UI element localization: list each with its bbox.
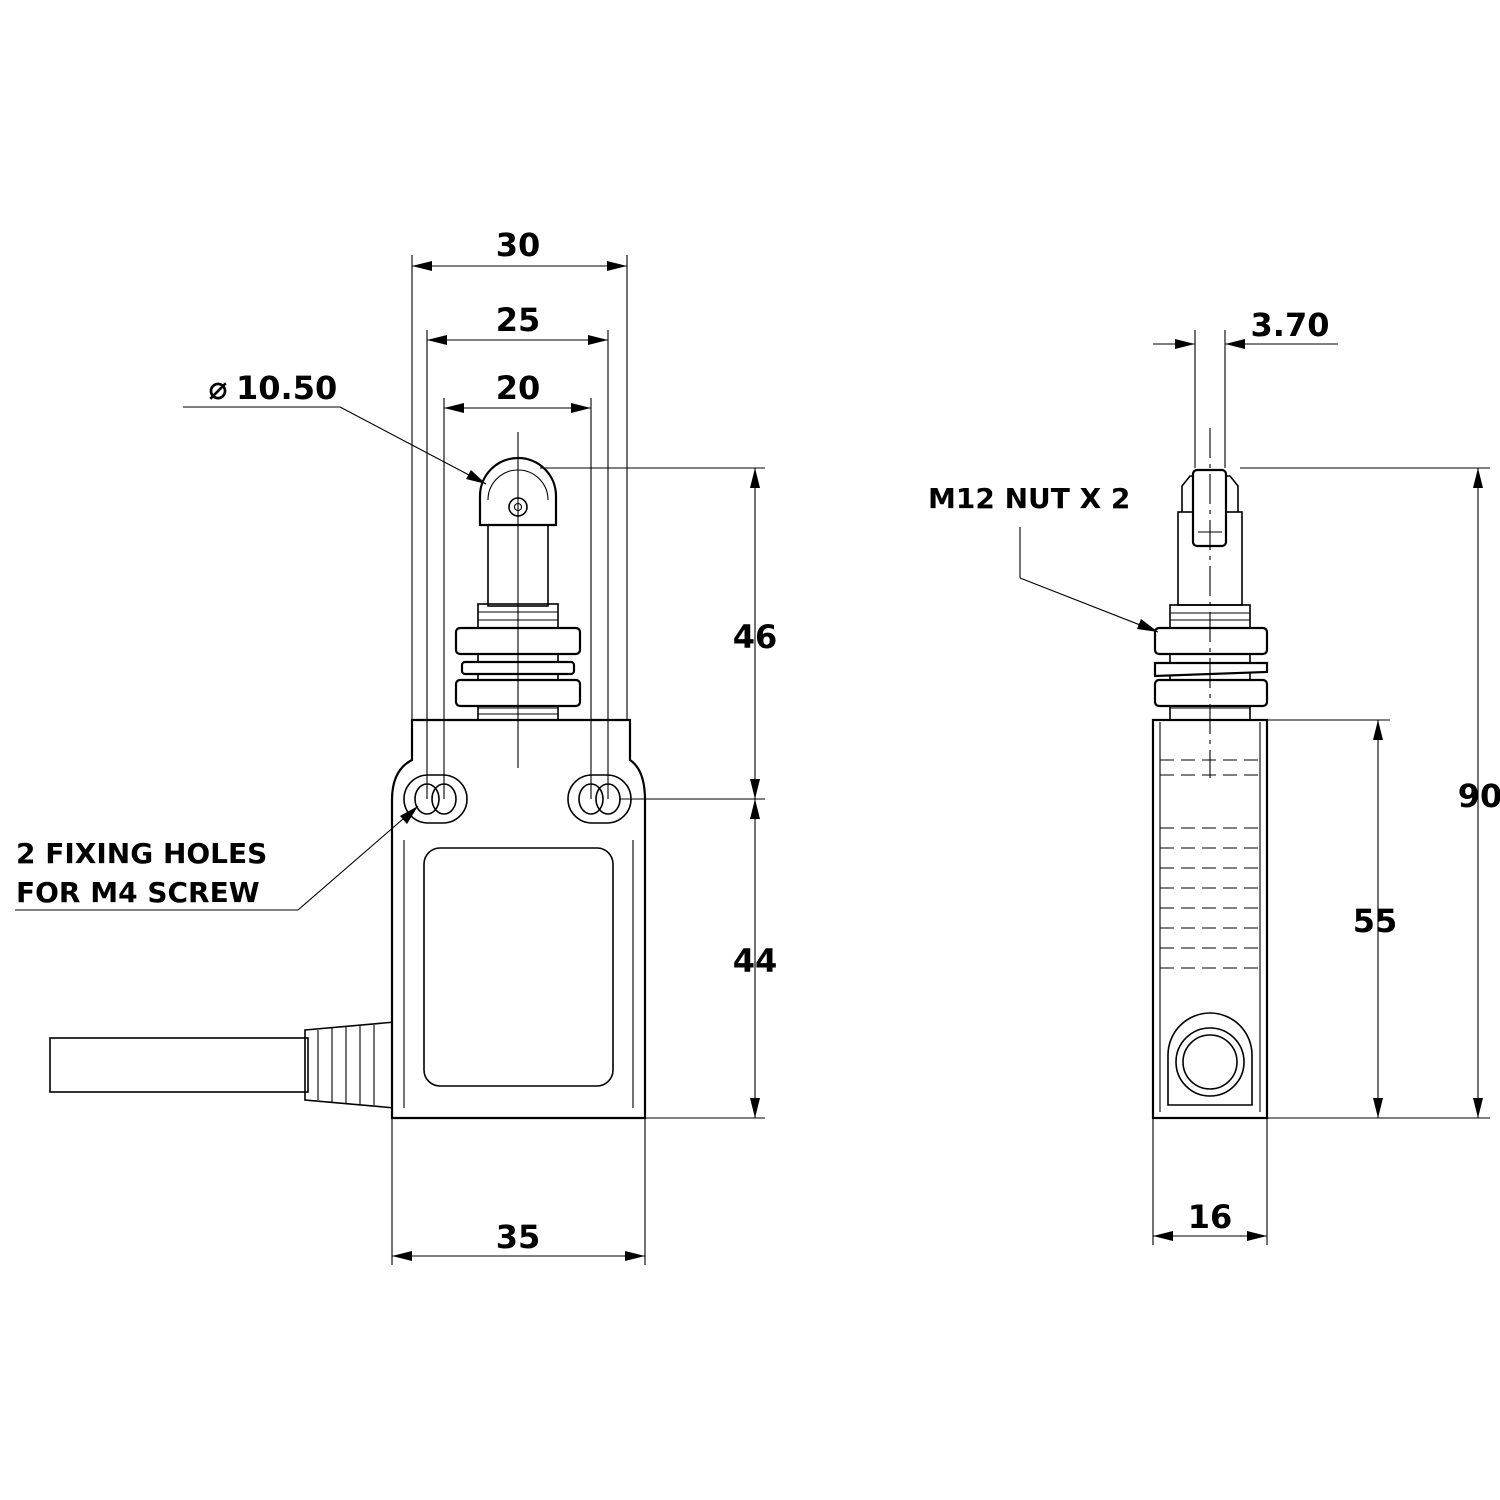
label-height-44: 44 (733, 942, 778, 980)
note-fixing-holes-line1: 2 FIXING HOLES (16, 837, 267, 870)
side-housing (1151, 718, 1269, 1120)
dim-width-16 (1153, 1231, 1267, 1241)
label-width-30: 30 (496, 226, 541, 264)
label-plunger-3-70: 3.70 (1251, 306, 1330, 344)
label-height-55: 55 (1353, 902, 1398, 940)
side-nut-lower (1153, 678, 1269, 708)
side-nut-upper (1153, 626, 1269, 656)
dim-width-25 (427, 335, 608, 345)
label-height-46: 46 (733, 618, 778, 656)
label-width-16: 16 (1188, 1198, 1233, 1236)
side-plunger (1177, 428, 1243, 778)
side-threaded-bushing (1153, 604, 1269, 721)
dim-height-44 (750, 799, 760, 1118)
cable-entry (1167, 1012, 1253, 1106)
diameter-symbol: ⌀ (208, 369, 227, 407)
front-extension-lines (391, 255, 765, 1265)
dim-height-46 (750, 468, 760, 799)
label-width-20: 20 (496, 369, 541, 407)
leader-nut (1019, 527, 1159, 633)
note-nut: M12 NUT X 2 (928, 482, 1130, 515)
label-width-35: 35 (496, 1218, 541, 1256)
side-view (1019, 330, 1490, 1245)
label-height-90: 90 (1458, 777, 1500, 815)
cable (49, 1021, 396, 1109)
dim-plunger-3-70 (1153, 339, 1338, 349)
label-roller-diameter: 10.50 (236, 369, 337, 407)
switch-housing (390, 718, 647, 1120)
note-fixing-holes-line2: FOR M4 SCREW (16, 876, 260, 909)
plunger (478, 432, 558, 768)
dim-height-55 (1373, 720, 1383, 1118)
label-width-25: 25 (496, 301, 541, 339)
leader-roller-diameter (183, 406, 487, 485)
dim-height-90 (1473, 468, 1483, 1118)
side-washer (1153, 661, 1269, 678)
dim-width-20 (444, 403, 591, 413)
front-view (15, 255, 765, 1265)
leader-fixing-holes (15, 805, 419, 911)
dim-width-30 (412, 261, 627, 271)
dim-width-35 (392, 1251, 645, 1261)
